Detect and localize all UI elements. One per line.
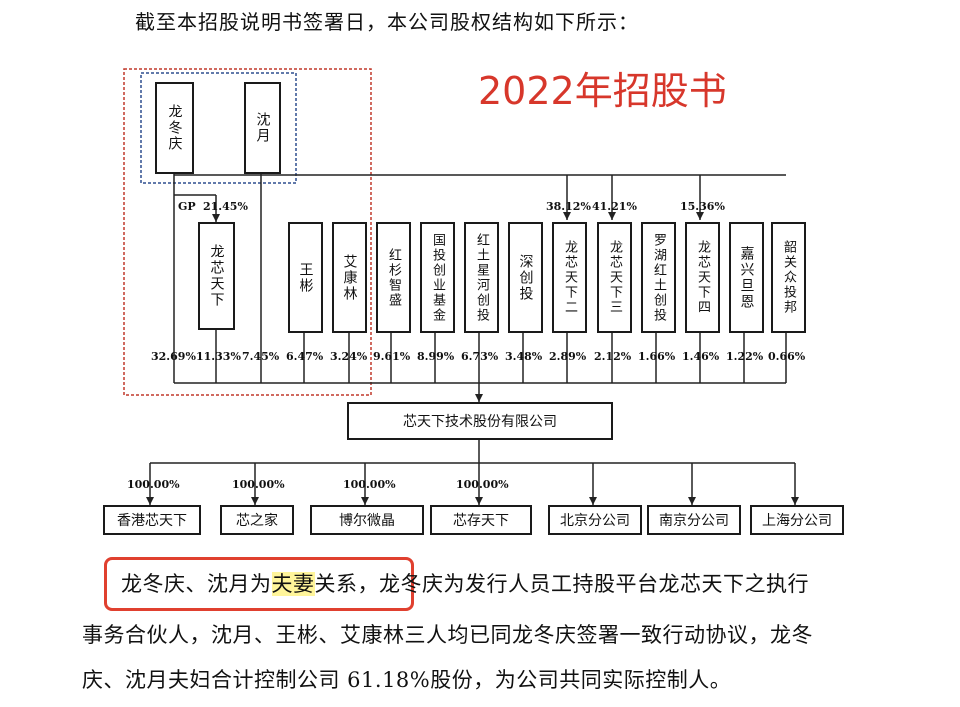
shareholder-box: 龙芯天下 bbox=[198, 222, 235, 330]
shareholder-box: 红杉智盛 bbox=[376, 222, 411, 333]
subsidiary-box: 南京分公司 bbox=[647, 505, 741, 535]
shareholder-box: 王彬 bbox=[288, 222, 323, 333]
founder-box-shen-yue: 沈月 bbox=[244, 82, 281, 174]
intro-text: 截至本招股说明书签署日，本公司股权结构如下所示： bbox=[135, 10, 639, 34]
holding-pct: 8.99% bbox=[417, 350, 455, 363]
holding-pct: 6.47% bbox=[286, 350, 324, 363]
shareholder-box: 深创投 bbox=[508, 222, 543, 333]
subsidiary-box: 芯之家 bbox=[220, 505, 294, 535]
subsidiary-box: 芯存天下 bbox=[430, 505, 532, 535]
subsidiary-box: 博尔微晶 bbox=[310, 505, 424, 535]
gp-label: GP bbox=[178, 200, 196, 213]
platform-top-pct: 41.21% bbox=[592, 200, 637, 213]
holding-pct: 2.12% bbox=[594, 350, 632, 363]
holding-pct: 1.22% bbox=[726, 350, 764, 363]
holding-pct: 1.46% bbox=[682, 350, 720, 363]
spouse-highlight-frame bbox=[104, 557, 414, 611]
holding-pct: 6.73% bbox=[461, 350, 499, 363]
paragraph-segment: ，龙冬庆为发行人员工持股平台龙芯天下之执行 bbox=[357, 572, 809, 596]
holding-pct: 2.89% bbox=[549, 350, 587, 363]
subsidiary-pct: 100.00% bbox=[232, 478, 285, 491]
shareholder-box: 嘉兴旦恩 bbox=[729, 222, 764, 333]
holding-pct: 3.24% bbox=[330, 350, 368, 363]
shareholder-box: 红土星河创投 bbox=[464, 222, 499, 333]
shareholder-box: 艾康林 bbox=[332, 222, 367, 333]
prospectus-2022-label: 2022年招股书 bbox=[478, 69, 727, 113]
shareholder-box: 韶关众投邦 bbox=[771, 222, 806, 333]
gp-pct: 21.45% bbox=[203, 200, 248, 213]
holding-pct: 11.33% bbox=[196, 350, 241, 363]
issuer-company-box: 芯天下技术股份有限公司 bbox=[347, 402, 613, 440]
subsidiary-box: 北京分公司 bbox=[548, 505, 642, 535]
subsidiary-pct: 100.00% bbox=[127, 478, 180, 491]
spouse-highlight-text: 夫妻 bbox=[271, 572, 315, 596]
paragraph-line-2: 事务合伙人，沈月、王彬、艾康林三人均已同龙冬庆签署一致行动协议，龙冬 bbox=[82, 623, 813, 647]
shareholder-box: 龙芯天下三 bbox=[597, 222, 632, 333]
holding-pct: 0.66% bbox=[768, 350, 806, 363]
shareholder-box: 国投创业基金 bbox=[420, 222, 455, 333]
ownership-connectors bbox=[123, 68, 799, 505]
holding-pct: 9.61% bbox=[373, 350, 411, 363]
paragraph-segment: 龙冬庆、沈月为 bbox=[121, 572, 272, 596]
founder-box-long-dongqing: 龙冬庆 bbox=[155, 82, 194, 174]
platform-top-pct: 38.12% bbox=[546, 200, 591, 213]
shareholder-box: 龙芯天下二 bbox=[552, 222, 587, 333]
platform-top-pct: 15.36% bbox=[680, 200, 725, 213]
subsidiary-box: 上海分公司 bbox=[750, 505, 844, 535]
holding-pct: 3.48% bbox=[505, 350, 543, 363]
shareholder-box: 龙芯天下四 bbox=[685, 222, 720, 333]
paragraph-segment: 关系 bbox=[314, 572, 358, 596]
paragraph-line-3: 庆、沈月夫妇合计控制公司 61.18%股份，为公司共同实际控制人。 bbox=[82, 668, 732, 692]
subsidiary-pct: 100.00% bbox=[456, 478, 509, 491]
subsidiary-pct: 100.00% bbox=[343, 478, 396, 491]
holding-pct: 32.69% bbox=[151, 350, 196, 363]
shareholder-box: 罗湖红土创投 bbox=[641, 222, 676, 333]
holding-pct: 1.66% bbox=[638, 350, 676, 363]
subsidiary-box: 香港芯天下 bbox=[103, 505, 201, 535]
holding-pct: 7.45% bbox=[242, 350, 280, 363]
paragraph-line-1: 龙冬庆、沈月为夫妻关系，龙冬庆为发行人员工持股平台龙芯天下之执行 bbox=[121, 568, 809, 598]
